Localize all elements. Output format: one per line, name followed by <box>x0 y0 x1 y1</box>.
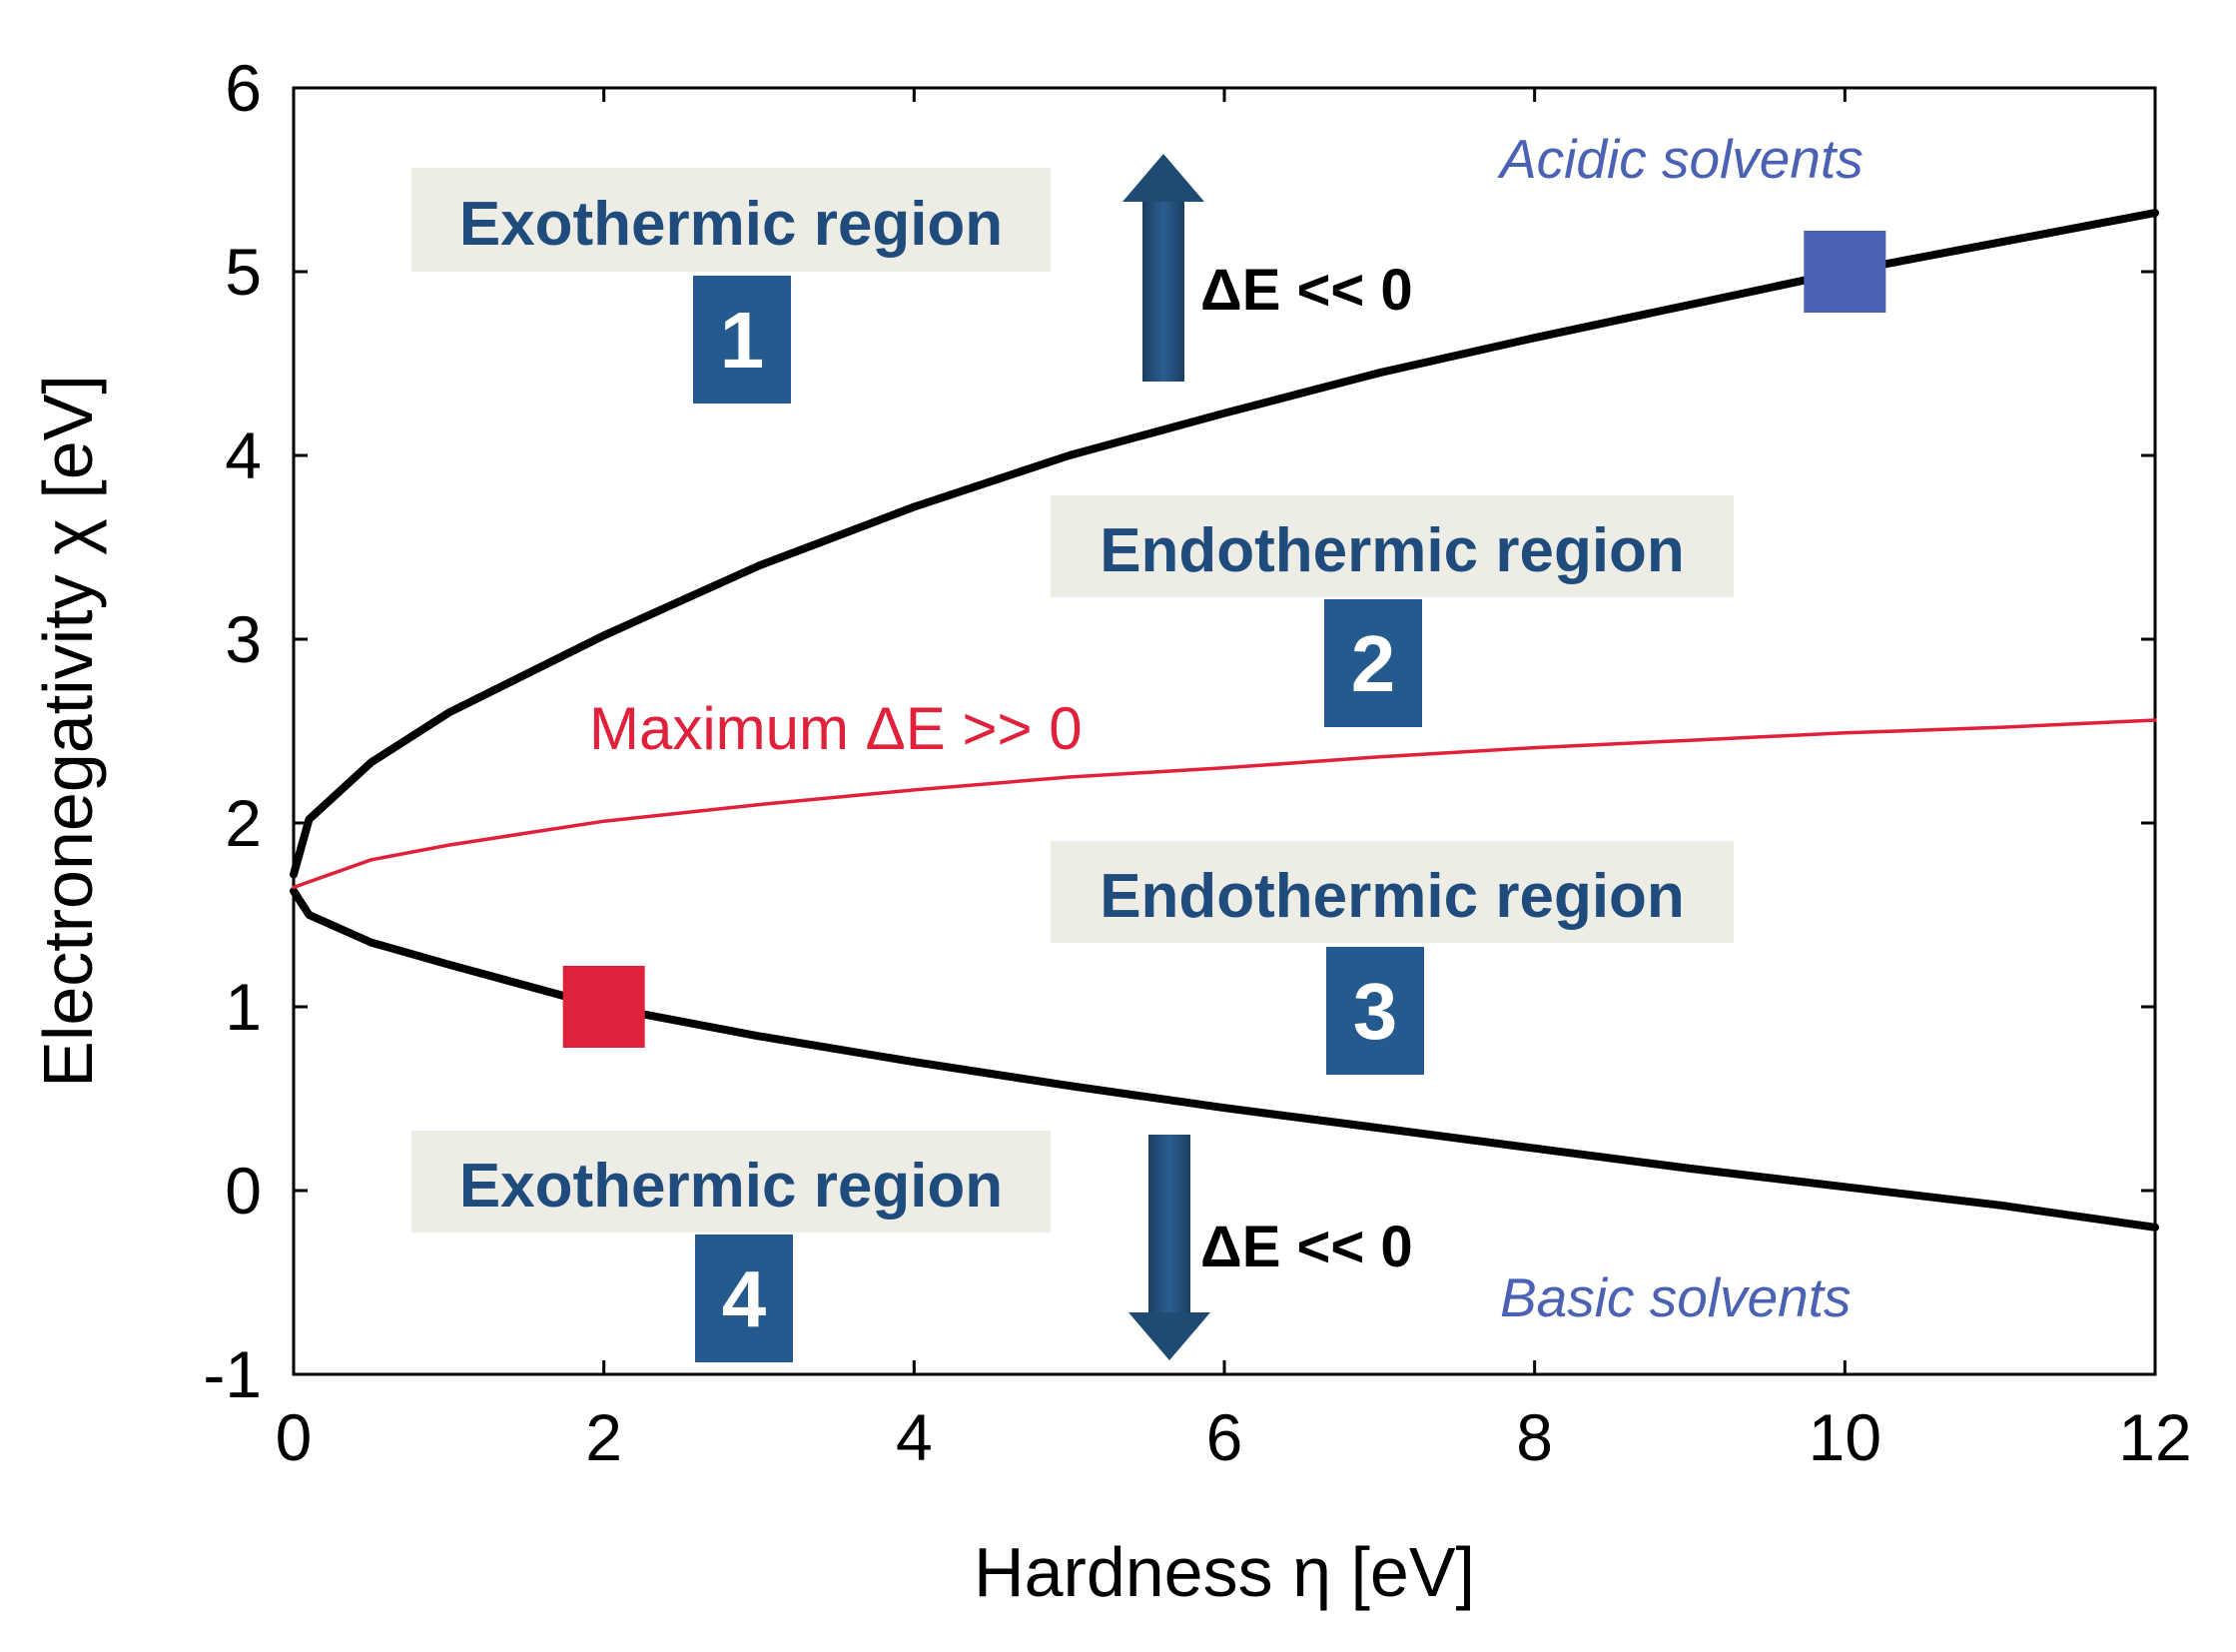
region4-number-box <box>695 1235 793 1362</box>
region1-number: 1 <box>720 296 765 385</box>
region1-label: Exothermic region <box>459 190 1003 259</box>
region2-number: 2 <box>1351 619 1396 708</box>
markers <box>562 231 1886 1048</box>
acidic-solvents-label: Acidic solvents <box>1497 128 1863 190</box>
series-line-2 <box>290 887 2159 1232</box>
delta-e-down-label: ΔE << 0 <box>1200 1215 1413 1279</box>
x-tick-label: 6 <box>1206 1400 1243 1474</box>
y-tick-label: 2 <box>225 786 262 860</box>
region3-number-box <box>1326 947 1424 1075</box>
delta-e-up-label: ΔE << 0 <box>1200 258 1413 323</box>
down-arrow-icon <box>1128 1135 1210 1360</box>
y-tick-label: 0 <box>225 1154 262 1228</box>
region3-label: Endothermic region <box>1100 862 1685 931</box>
region2-number-box <box>1324 599 1422 727</box>
up-arrow-icon <box>1122 154 1204 382</box>
region3-label-box <box>1051 841 1734 943</box>
curves <box>290 209 2159 1232</box>
maximum-delta-e-label: Maximum ΔE >> 0 <box>589 695 1083 762</box>
region4-number: 4 <box>722 1254 767 1343</box>
y-tick-label: -1 <box>203 1337 262 1411</box>
region2-label-box <box>1051 495 1734 597</box>
series-line-1 <box>290 209 2159 879</box>
series-line-3 <box>292 718 2157 890</box>
y-tick-label: 6 <box>225 51 262 125</box>
y-tick-label: 3 <box>225 602 262 676</box>
x-tick-label: 4 <box>896 1400 933 1474</box>
marker-2 <box>562 966 645 1048</box>
basic-solvents-label: Basic solvents <box>1500 1266 1852 1328</box>
x-tick-label: 2 <box>585 1400 622 1474</box>
y-tick-label: 1 <box>225 970 262 1044</box>
marker-1 <box>1804 231 1886 313</box>
x-tick-label: 10 <box>1809 1400 1881 1474</box>
x-tick-label: 8 <box>1516 1400 1553 1474</box>
axis-ticks <box>292 86 2157 1376</box>
region3-number: 3 <box>1353 967 1398 1056</box>
x-tick-label: 0 <box>276 1400 313 1474</box>
x-axis-title: Hardness η [eV] <box>974 1533 1475 1611</box>
region1-number-box <box>693 276 791 404</box>
region1-label-box <box>411 168 1051 272</box>
y-tick-label: 5 <box>225 235 262 309</box>
y-tick-label: 4 <box>225 418 262 492</box>
region4-label: Exothermic region <box>459 1152 1003 1221</box>
y-axis-title: Electronegativity χ [eV] <box>29 375 107 1088</box>
region4-label-box <box>411 1131 1051 1233</box>
x-tick-label: 12 <box>2118 1400 2191 1474</box>
region2-label: Endothermic region <box>1100 516 1685 585</box>
